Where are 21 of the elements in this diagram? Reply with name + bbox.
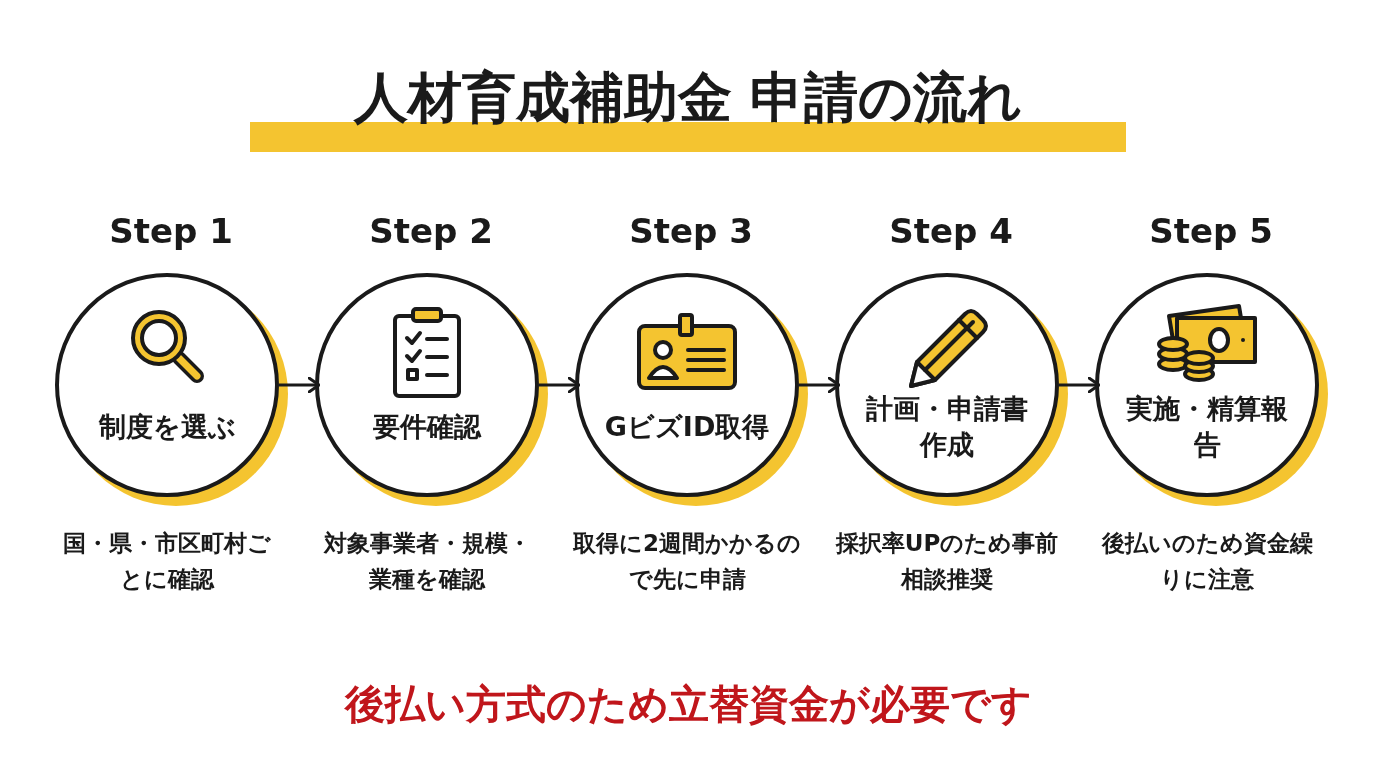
step-label: 計画・申請書作成 — [865, 392, 1029, 462]
step-note: 国・県・市区町村ごとに確認 — [62, 529, 272, 594]
arrow — [799, 376, 841, 394]
step-heading: Step 2 — [368, 211, 494, 251]
step-label: GビズID取得 — [603, 410, 771, 444]
step-note: 対象事業者・規模・業種を確認 — [322, 529, 532, 594]
arrow — [1059, 376, 1101, 394]
step-label: 実施・精算報告 — [1125, 392, 1289, 462]
step-note: 後払いのため資金繰りに注意 — [1100, 529, 1314, 594]
step-heading: Step 3 — [628, 211, 754, 251]
arrow — [539, 376, 581, 394]
step-heading: Step 4 — [888, 211, 1014, 251]
step-label: 要件確認 — [372, 410, 483, 444]
step-note: 取得に2週間かかるので先に申請 — [573, 529, 801, 594]
arrow — [279, 376, 321, 394]
title: 人材育成補助金 申請の流れ — [352, 65, 1024, 131]
caption: 後払い方式のため立替資金が必要です — [343, 680, 1033, 729]
step-note: 採択率UPのため事前相談推奨 — [834, 529, 1060, 594]
step-label: 制度を選ぶ — [97, 410, 237, 444]
step-heading: Step 5 — [1148, 211, 1274, 251]
step-heading: Step 1 — [108, 211, 234, 251]
